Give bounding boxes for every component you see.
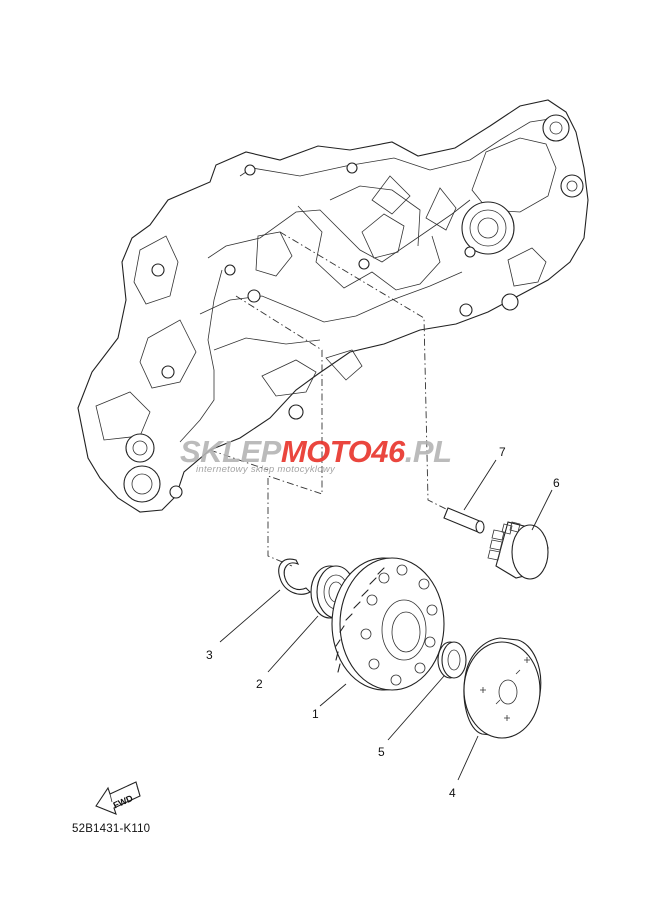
callout-labels: 3 2 1 5 4 7 6: [206, 445, 560, 800]
watermark-part2: MOTO: [281, 434, 372, 469]
diagram-code: 52B1431-K110: [72, 823, 151, 835]
assembly-lines: [209, 231, 449, 567]
crankcase: [77, 99, 589, 513]
watermark-part4: .PL: [405, 434, 452, 469]
watermark-part1: SKLEP: [180, 434, 282, 469]
watermark-logo: SKLEPMOTO46.PL internetowy sklep motocyk…: [180, 434, 452, 475]
callout-3: 3: [206, 648, 213, 662]
watermark-part3: 46: [370, 434, 406, 469]
shaft-part-7: [443, 507, 485, 534]
circlip-part-3: [278, 558, 311, 595]
callout-5: 5: [378, 745, 385, 759]
callout-2: 2: [256, 677, 263, 691]
callout-6: 6: [553, 476, 560, 490]
idle-gear-part-6: [487, 521, 549, 580]
svg-text:SKLEPMOTO46.PL: SKLEPMOTO46.PL: [180, 434, 452, 469]
callout-1: 1: [312, 707, 319, 721]
fwd-arrow-icon: FWD: [95, 781, 141, 815]
leader-lines: [219, 459, 553, 781]
callout-7: 7: [499, 445, 506, 459]
clutch-assy-part-4: [463, 637, 542, 739]
watermark-tagline: internetowy sklep motocyklowy: [196, 464, 336, 475]
washer-part-5: [437, 641, 467, 679]
clutch-gear-part-1: [331, 557, 445, 691]
callout-4: 4: [449, 786, 456, 800]
